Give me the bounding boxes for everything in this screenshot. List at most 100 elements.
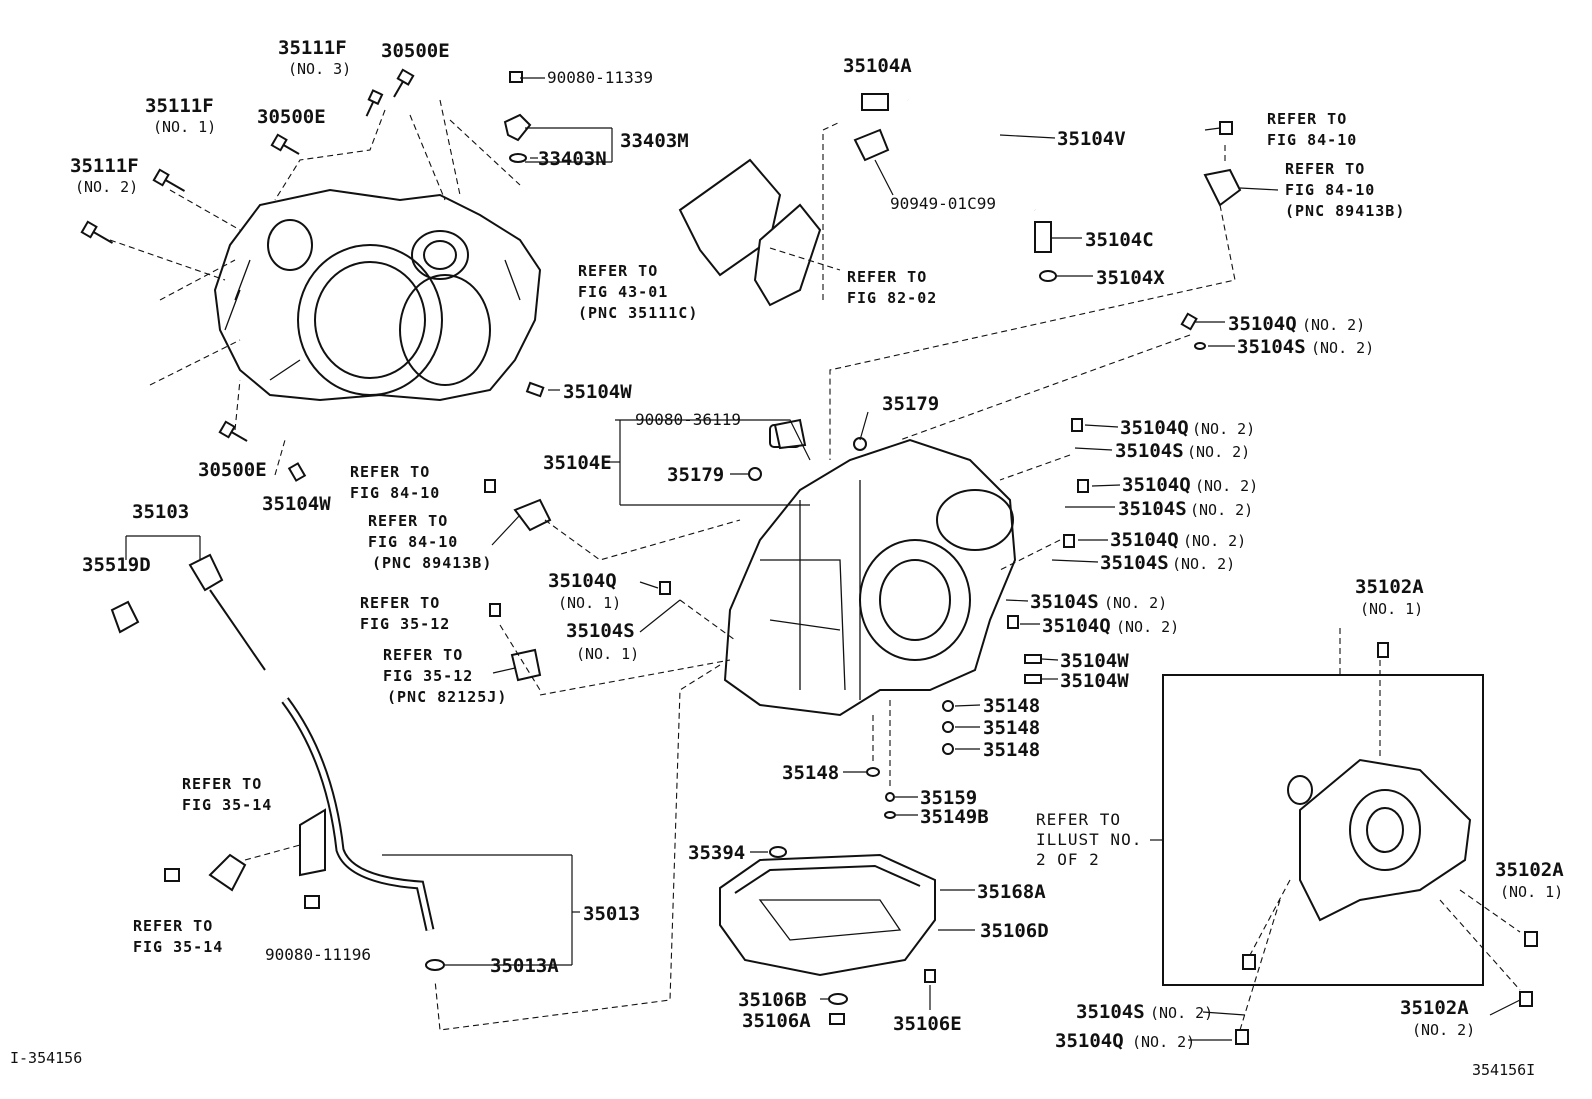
bolts-right bbox=[484, 418, 1089, 682]
label-35168A: 35168A bbox=[977, 881, 1046, 903]
label-35104S-bot: 35104S bbox=[1076, 1001, 1145, 1023]
label-35104Q-r5-sub: (NO. 2) bbox=[1116, 618, 1179, 636]
label-35103: 35103 bbox=[132, 501, 189, 523]
label-35102A-top-sub: (NO. 1) bbox=[1360, 600, 1423, 618]
label-35111F-no2: 35111F bbox=[70, 155, 139, 177]
wire-harness-plates bbox=[678, 158, 822, 307]
label-90080-11339: 90080-11339 bbox=[547, 68, 653, 87]
label-35104Q-r4: 35104Q bbox=[1110, 529, 1179, 551]
label-35104Q-bot-sub: (NO. 2) bbox=[1132, 1033, 1195, 1051]
dashed-lines bbox=[109, 99, 1521, 1031]
label-35394: 35394 bbox=[688, 842, 745, 864]
ref-fig84-10-c: REFER TO FIG 84-10 bbox=[350, 463, 440, 502]
illust-box bbox=[1162, 642, 1538, 1045]
oil-pan-35106D bbox=[719, 846, 936, 1025]
label-35159: 35159 bbox=[920, 787, 977, 809]
label-35148-c: 35148 bbox=[983, 739, 1040, 761]
label-35104S-r2-sub: (NO. 2) bbox=[1187, 443, 1250, 461]
label-35104Q-r3: 35104Q bbox=[1122, 474, 1191, 496]
label-35104S-no1: 35104S bbox=[566, 620, 635, 642]
label-35104S-no1-sub: (NO. 1) bbox=[576, 645, 639, 663]
label-33403N: 33403N bbox=[538, 148, 607, 170]
label-35148-a: 35148 bbox=[983, 695, 1040, 717]
label-35104V: 35104V bbox=[1057, 128, 1126, 150]
label-35013A: 35013A bbox=[490, 955, 559, 977]
label-35106E: 35106E bbox=[893, 1013, 962, 1035]
label-35102A-bot-sub: (NO. 2) bbox=[1412, 1021, 1475, 1039]
label-35104S-bot-sub: (NO. 2) bbox=[1150, 1004, 1213, 1022]
label-35104A: 35104A bbox=[843, 55, 912, 77]
label-35104Q-no1: 35104Q bbox=[548, 570, 617, 592]
ref-illust-2of2: REFER TO ILLUST NO. 2 OF 2 bbox=[1036, 810, 1153, 869]
ref-fig35-14-a: REFER TO FIG 35-14 bbox=[182, 775, 272, 814]
sensors-top-right bbox=[1180, 121, 1242, 350]
label-35104Q-r1-sub: (NO. 2) bbox=[1302, 316, 1365, 334]
label-35104Q-r3-sub: (NO. 2) bbox=[1195, 477, 1258, 495]
label-90949-01C99: 90949-01C99 bbox=[890, 194, 996, 213]
transaxle-housing bbox=[213, 188, 542, 402]
label-35106D: 35106D bbox=[980, 920, 1049, 942]
label-35104E: 35104E bbox=[543, 452, 612, 474]
label-35104C: 35104C bbox=[1085, 229, 1154, 251]
speed-sensor-33403M bbox=[503, 71, 532, 163]
label-35104Q-r4-sub: (NO. 2) bbox=[1183, 532, 1246, 550]
label-35111F-no3: 35111F bbox=[278, 37, 347, 59]
ref-fig35-14-b: REFER TO FIG 35-14 bbox=[133, 917, 223, 956]
label-35149B: 35149B bbox=[920, 806, 989, 828]
figure-code-left: I-354156 bbox=[10, 1049, 82, 1067]
label-35104Q-r2-sub: (NO. 2) bbox=[1192, 420, 1255, 438]
label-35102A-top: 35102A bbox=[1355, 576, 1424, 598]
label-35104S-r2: 35104S bbox=[1115, 440, 1184, 462]
label-35104W-b: 35104W bbox=[262, 493, 331, 515]
breather-hose-35104V bbox=[853, 93, 1057, 282]
label-35104S-r3: 35104S bbox=[1118, 498, 1187, 520]
ref-fig82-02: REFER TO FIG 82-02 bbox=[847, 268, 937, 307]
label-35111F-no1: 35111F bbox=[145, 95, 214, 117]
label-35179-b: 35179 bbox=[667, 464, 724, 486]
part-number-labels: 35111F (NO. 3) 30500E 35111F (NO. 1) 305… bbox=[70, 37, 1564, 1052]
label-35104S-r1: 35104S bbox=[1237, 336, 1306, 358]
ref-fig35-12-a: REFER TO FIG 35-12 bbox=[360, 594, 450, 633]
label-35104S-r5: 35104S bbox=[1030, 591, 1099, 613]
label-35104S-r3-sub: (NO. 2) bbox=[1190, 501, 1253, 519]
label-35179-a: 35179 bbox=[882, 393, 939, 415]
label-35104W-d: 35104W bbox=[1060, 670, 1129, 692]
label-35104S-r4: 35104S bbox=[1100, 552, 1169, 574]
label-35104Q-r2: 35104Q bbox=[1120, 417, 1189, 439]
label-35111F-no1-sub: (NO. 1) bbox=[153, 118, 216, 136]
ref-fig43-01: REFER TO FIG 43-01 (PNC 35111C) bbox=[578, 262, 698, 322]
label-35104Q-r1: 35104Q bbox=[1228, 313, 1297, 335]
label-35148-d: 35148 bbox=[782, 762, 839, 784]
label-35104W-a: 35104W bbox=[563, 381, 632, 403]
label-35102A-mid: 35102A bbox=[1495, 859, 1564, 881]
gaskets-35148 bbox=[866, 654, 1042, 819]
label-35104S-r1-sub: (NO. 2) bbox=[1311, 339, 1374, 357]
label-35104S-r5-sub: (NO. 2) bbox=[1104, 594, 1167, 612]
bolts-housing bbox=[80, 68, 545, 482]
label-35102A-mid-sub: (NO. 1) bbox=[1500, 883, 1563, 901]
transaxle-case bbox=[723, 424, 1017, 717]
label-30500E-bot: 30500E bbox=[198, 459, 267, 481]
label-35104Q-bot: 35104Q bbox=[1055, 1030, 1124, 1052]
label-35111F-no2-sub: (NO. 2) bbox=[75, 178, 138, 196]
label-35013: 35013 bbox=[583, 903, 640, 925]
reference-notes: REFER TO FIG 84-10 REFER TO FIG 84-10 (P… bbox=[133, 110, 1405, 956]
ref-fig84-10-a: REFER TO FIG 84-10 bbox=[1267, 110, 1357, 149]
ref-fig84-10-b: REFER TO FIG 84-10 (PNC 89413B) bbox=[1285, 160, 1405, 220]
label-35104Q-no1-sub: (NO. 1) bbox=[558, 594, 621, 612]
label-35519D: 35519D bbox=[82, 554, 151, 576]
figure-code-right: 354156I bbox=[1472, 1061, 1535, 1079]
label-35104W-c: 35104W bbox=[1060, 650, 1129, 672]
label-35106A: 35106A bbox=[742, 1010, 811, 1032]
label-35102A-bot: 35102A bbox=[1400, 997, 1469, 1019]
guide-tube-35013 bbox=[164, 697, 445, 971]
label-35148-b: 35148 bbox=[983, 717, 1040, 739]
label-30500E-top: 30500E bbox=[381, 40, 450, 62]
label-33403M: 33403M bbox=[620, 130, 689, 152]
ref-fig35-12-b: REFER TO FIG 35-12 (PNC 82125J) bbox=[383, 646, 507, 706]
dipstick-35103 bbox=[110, 553, 266, 671]
label-30500E-mid: 30500E bbox=[257, 106, 326, 128]
ref-fig84-10-d: REFER TO FIG 84-10 (PNC 89413B) bbox=[368, 512, 492, 572]
label-35104S-r4-sub: (NO. 2) bbox=[1172, 555, 1235, 573]
